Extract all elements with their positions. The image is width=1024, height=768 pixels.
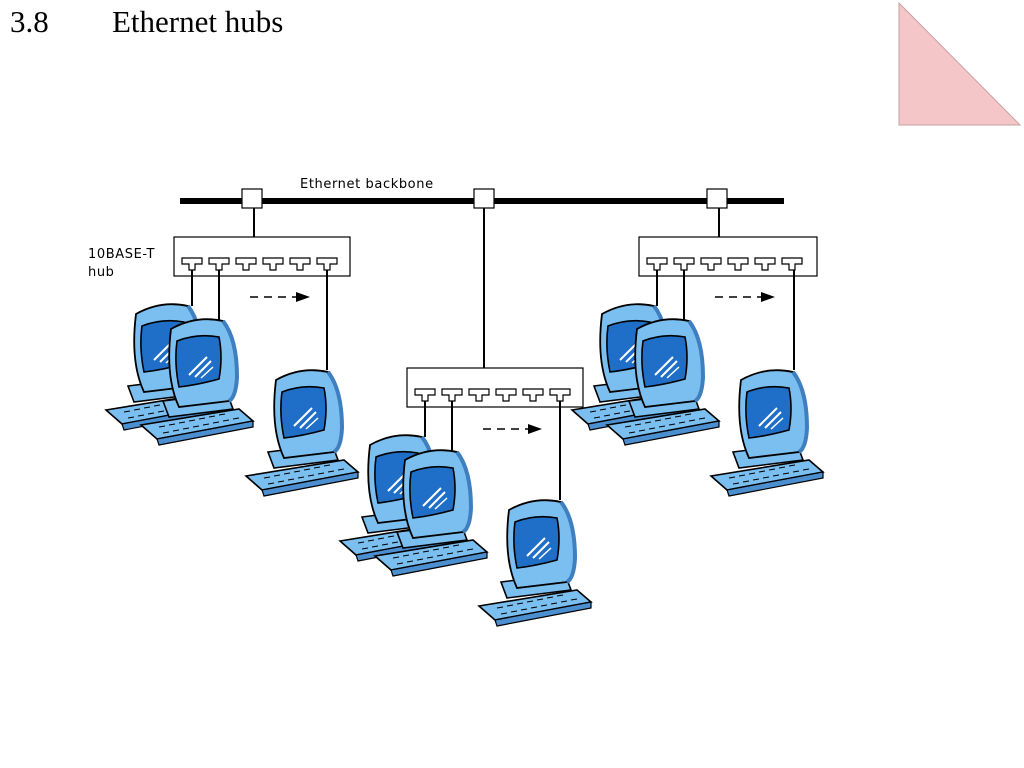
hub-left [173, 236, 351, 277]
backbone-tap-center [473, 188, 495, 209]
slide-heading: 3.8 Ethernet hubs [10, 4, 283, 40]
flow-arrow-center [483, 424, 542, 434]
backbone-tap-right [706, 188, 728, 209]
hub-label-line1: 10BASE-T [88, 247, 155, 262]
slide-title: Ethernet hubs [112, 4, 284, 39]
computer-icon [477, 498, 593, 628]
corner-decoration [898, 2, 1022, 126]
backbone-tap-left [241, 188, 263, 209]
computer-icon [244, 368, 360, 498]
backbone-label: Ethernet backbone [300, 177, 434, 192]
computer-icon [709, 368, 825, 498]
hub-label-line2: hub [88, 265, 115, 280]
section-number: 3.8 [10, 4, 49, 39]
flow-arrow-left [250, 292, 310, 302]
hub-right [638, 236, 818, 277]
flow-arrow-right [715, 292, 775, 302]
hub-center [406, 367, 584, 408]
